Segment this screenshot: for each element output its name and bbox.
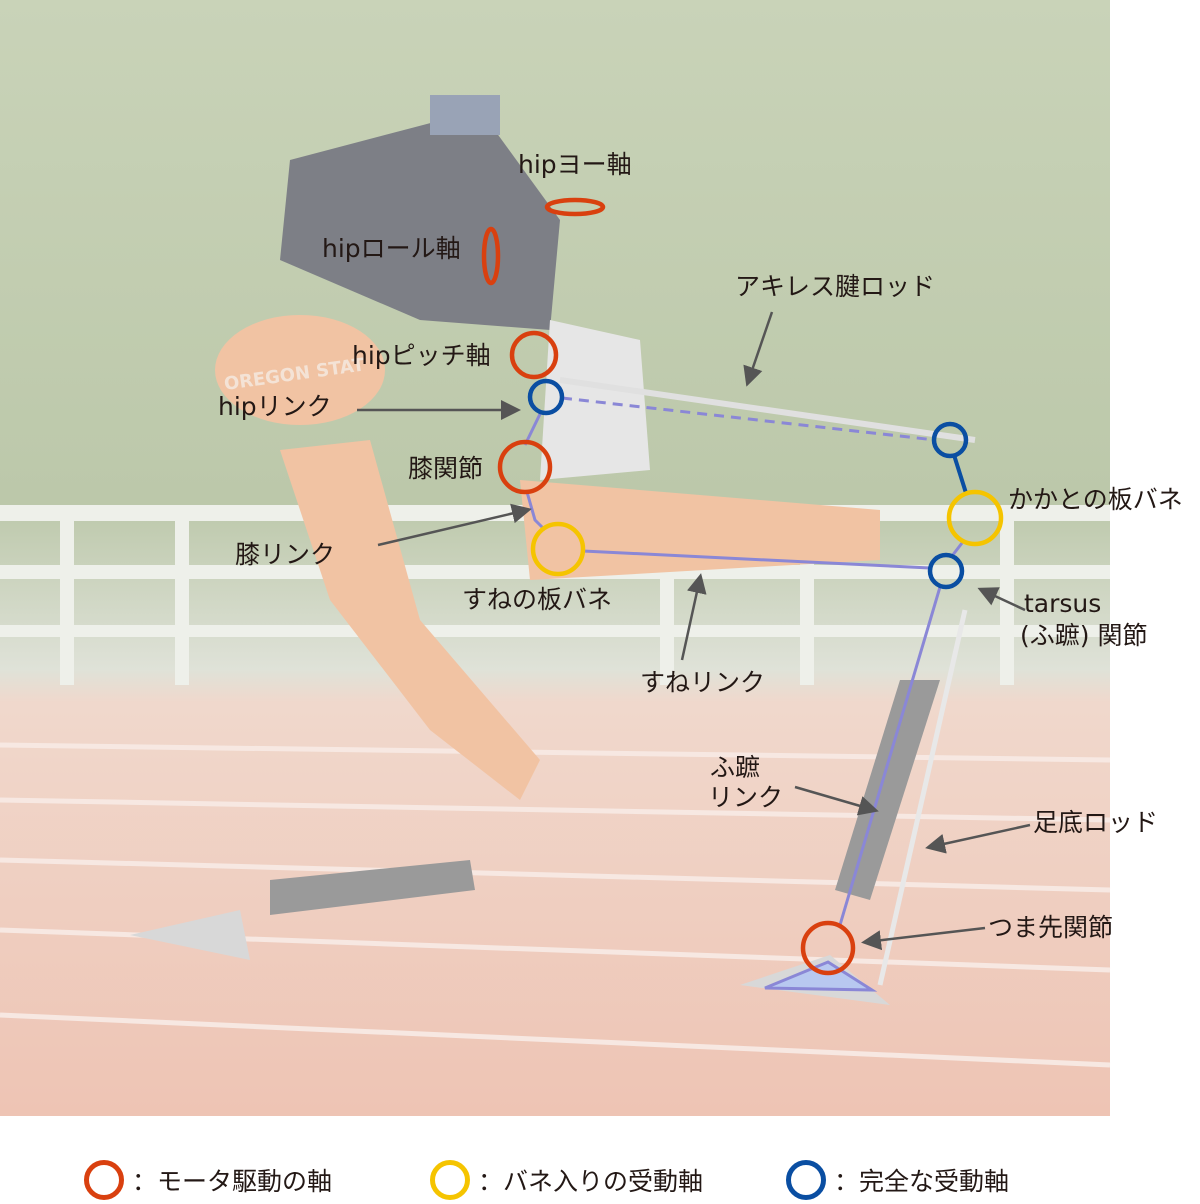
label-hip-yaw: hipヨー軸 <box>518 150 632 179</box>
legend-passive-label: ：完全な受動軸 <box>834 1167 1010 1196</box>
toe-joint-marker <box>800 920 856 976</box>
label-shin-spring: すねの板バネ <box>462 585 613 614</box>
label-achilles-rod: アキレス腱ロッド <box>735 272 936 301</box>
label-hip-roll: hipロール軸 <box>322 234 461 263</box>
motor-circle-icon <box>84 1160 124 1200</box>
legend-spring-label: ：バネ入りの受動軸 <box>478 1167 704 1196</box>
legend-motor-label: ：モータ駆動の軸 <box>132 1167 333 1196</box>
hip-roll-marker <box>481 226 501 286</box>
label-shin-link: すねリンク <box>640 668 766 697</box>
label-tarsus-joint: (ふ蹠) 関節 <box>1020 621 1148 650</box>
label-plantar-rod: 足底ロッド <box>1033 808 1159 837</box>
legend-passive: ：完全な受動軸 <box>786 1160 1009 1200</box>
passive-axes <box>527 378 969 590</box>
passive-circle-icon <box>786 1160 826 1200</box>
spring-axes <box>530 489 1004 577</box>
spring-circle-icon <box>430 1160 470 1200</box>
link-lines <box>523 396 968 992</box>
label-tarsus: tarsus <box>1024 589 1102 618</box>
legend-motor: ：モータ駆動の軸 <box>84 1160 332 1200</box>
label-toe-joint: つま先関節 <box>988 913 1114 942</box>
hip-yaw-marker <box>544 197 606 217</box>
label-knee-joint: 膝関節 <box>408 454 484 483</box>
label-knee-link: 膝リンク <box>235 540 336 569</box>
robot <box>130 95 976 1005</box>
legend-spring: ：バネ入りの受動軸 <box>430 1160 703 1200</box>
motor-axes <box>481 197 856 976</box>
label-tarsus-link-1: ふ蹠 <box>710 753 761 782</box>
arrows <box>357 311 1031 951</box>
label-hip-pitch: hipピッチ軸 <box>352 341 491 370</box>
label-heel-spring: かかとの板バネ <box>1008 485 1183 514</box>
label-tarsus-link-2: リンク <box>708 783 784 812</box>
knee-joint-marker <box>497 439 553 495</box>
hip-pitch-marker <box>509 330 559 380</box>
label-hip-link: hipリンク <box>218 392 332 421</box>
